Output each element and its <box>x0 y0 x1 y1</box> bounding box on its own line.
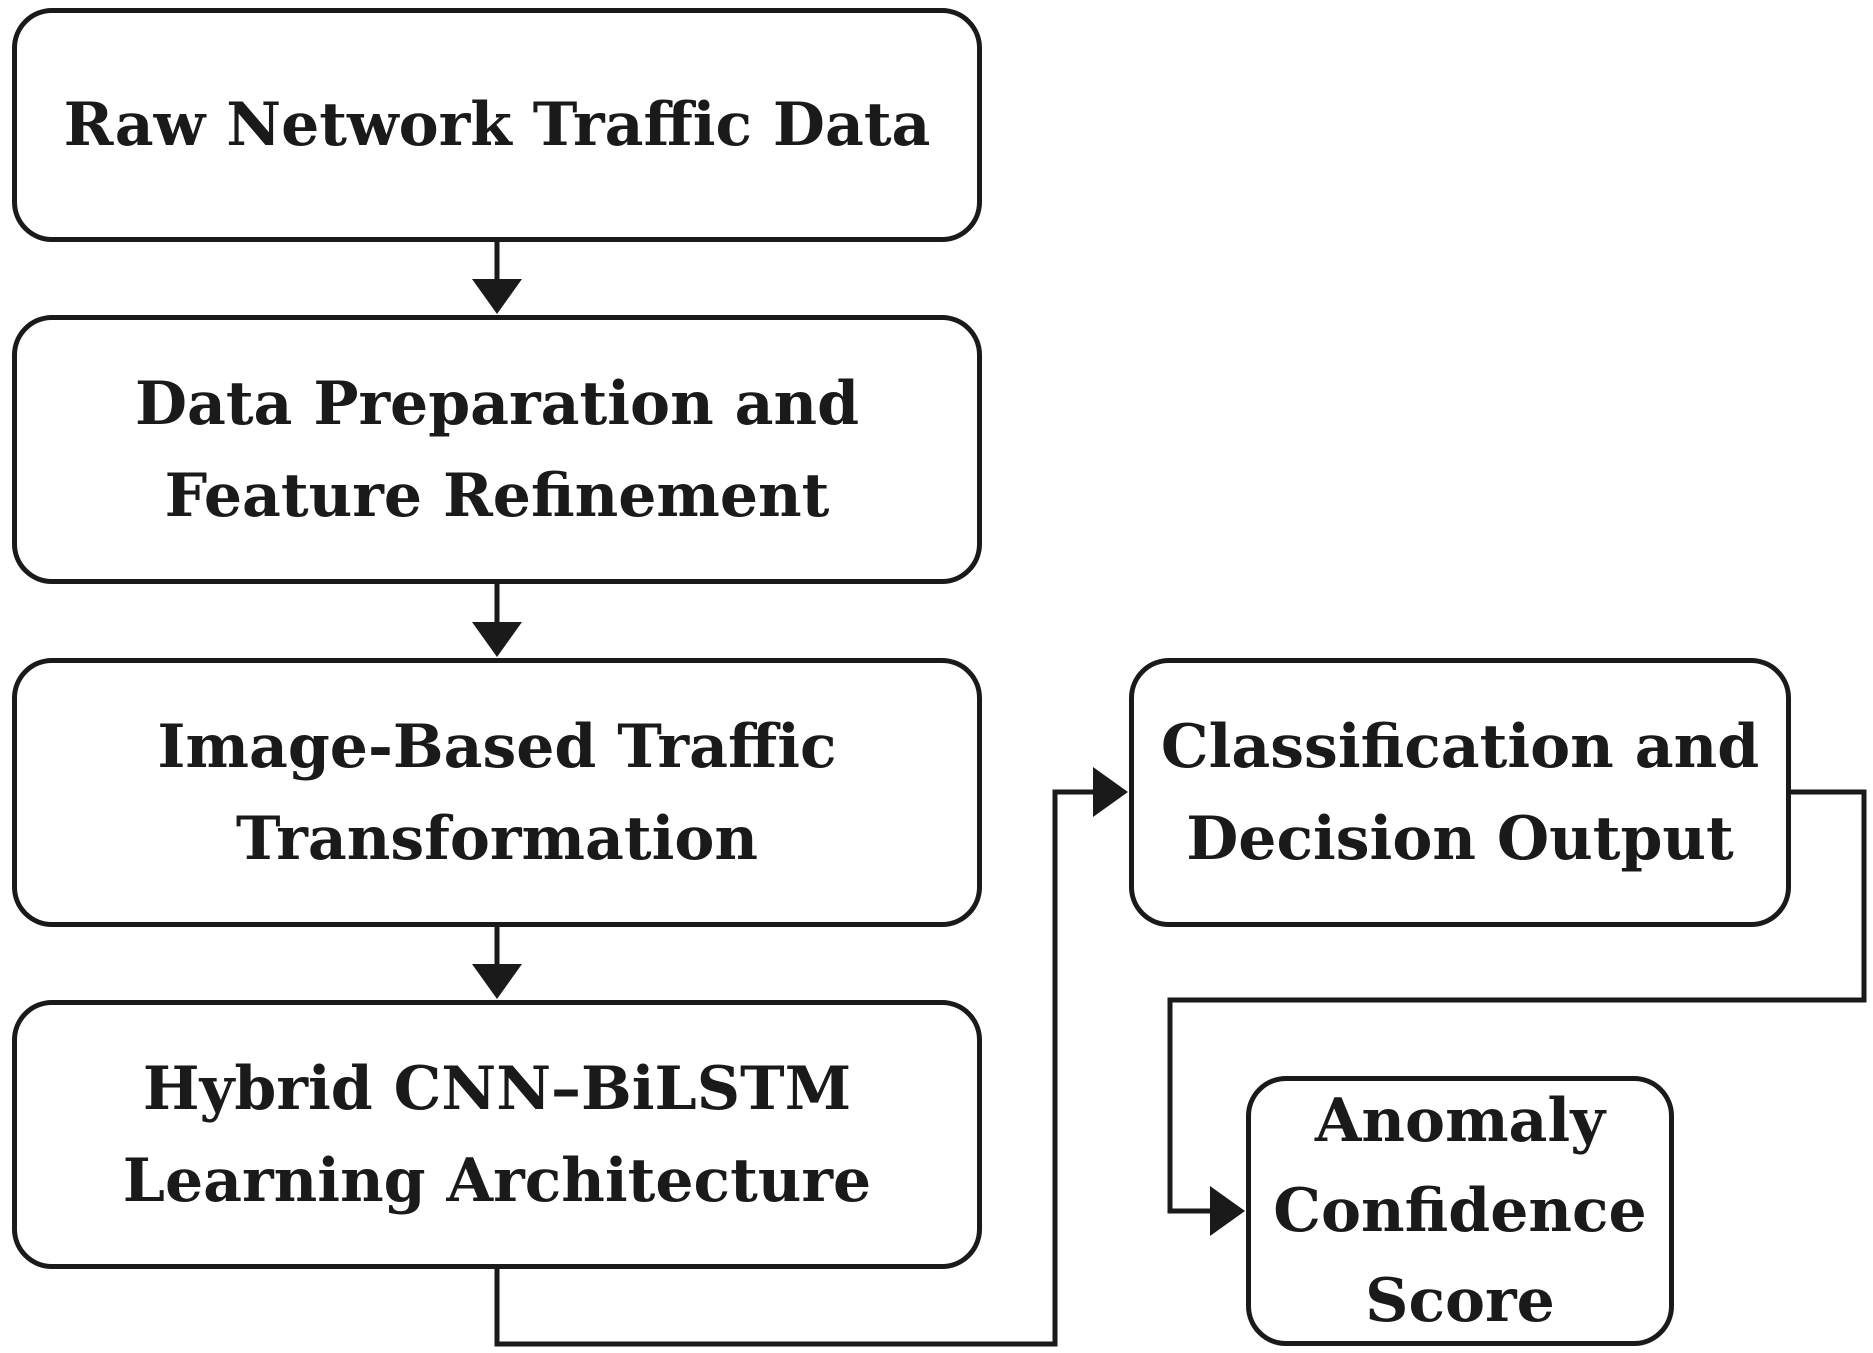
node-label: Image-Based Traffic Transformation <box>157 711 837 874</box>
arrowhead-down-icon <box>472 279 522 314</box>
arrowhead-right-icon <box>1210 1186 1245 1236</box>
edge-classify-to-anomaly <box>1167 789 1867 1214</box>
node-label: Hybrid CNN–BiLSTM Learning Architecture <box>122 1053 872 1216</box>
node-classification-decision-output: Classification and Decision Output <box>1129 658 1791 927</box>
node-hybrid-cnn-bilstm: Hybrid CNN–BiLSTM Learning Architecture <box>12 1000 982 1269</box>
arrowhead-right-icon <box>1093 767 1128 817</box>
arrowhead-down-icon <box>472 622 522 657</box>
node-label: Classification and Decision Output <box>1160 711 1760 874</box>
node-label: Anomaly Confidence Score <box>1273 1086 1647 1336</box>
node-label: Raw Network Traffic Data <box>63 90 931 160</box>
node-data-preparation: Data Preparation and Feature Refinement <box>12 315 982 584</box>
node-anomaly-confidence-score: Anomaly Confidence Score <box>1246 1076 1674 1346</box>
node-raw-network-traffic-data: Raw Network Traffic Data <box>12 8 982 242</box>
arrowhead-down-icon <box>472 964 522 999</box>
node-image-based-transformation: Image-Based Traffic Transformation <box>12 658 982 927</box>
edge-hybrid-to-classify <box>494 789 1104 1347</box>
node-label: Data Preparation and Feature Refinement <box>134 368 860 531</box>
